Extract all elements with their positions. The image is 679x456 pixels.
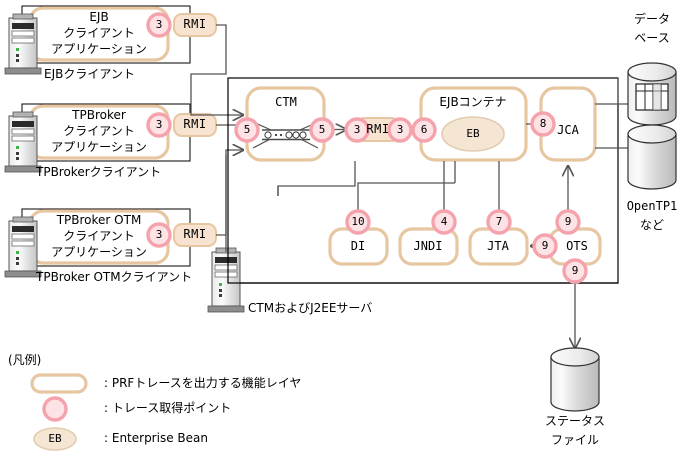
trace-point-ctm-in: [234, 117, 260, 143]
pc-tower-icon-tpbroker: [4, 111, 42, 173]
trace-num-ctm-in: 5: [243, 123, 251, 136]
rmi-label-middle: RMI: [366, 122, 390, 136]
layer-label-tpbroker-otm-client-line1: TPBroker OTM: [56, 213, 142, 227]
trace-point-ctm-out: [309, 117, 335, 143]
opentp1-cylinder: [627, 124, 677, 190]
trace-point-ots-top: [555, 209, 581, 235]
trace-num-di: 10: [351, 215, 365, 228]
store-label-opentp1-line1: OpenTP1: [626, 199, 678, 213]
eb-label: EB: [466, 127, 480, 140]
layer-label-jndi: JNDI: [413, 239, 443, 253]
database-cylinder: [627, 62, 677, 126]
layer-label-tpbroker-client-line3: アプリケーション: [51, 140, 147, 154]
server-caption: CTMおよびJ2EEサーバ: [248, 301, 373, 315]
trace-point-tpbroker-client: [146, 112, 172, 138]
layer-label-ejb-client-line3: アプリケーション: [51, 42, 147, 56]
trace-num-rmi-right: 3: [396, 123, 404, 136]
trace-point-jca-in: [530, 111, 556, 137]
trace-point-rmi-left: [344, 117, 370, 143]
client-caption-tpbroker: TPBrokerクライアント: [36, 165, 162, 179]
legend-item-1-text: : トレース取得ポイント: [104, 401, 232, 415]
trace-point-tpbroker-otm-client: [146, 222, 172, 248]
trace-num-jndi: 4: [440, 215, 448, 228]
trace-point-ots-bottom: [562, 258, 588, 284]
client-caption-tpbroker-otm: TPBroker OTMクライアント: [36, 270, 193, 284]
layer-jndi: [398, 227, 459, 266]
trace-num-jca-in: 8: [539, 117, 547, 130]
trace-point-ejb-container-in: [411, 117, 437, 143]
legend-eb-ellipse-icon: [33, 427, 77, 451]
status-file-cylinder: [550, 347, 600, 412]
trace-num-ejb-container-in: 6: [420, 123, 428, 136]
trace-num-tpbroker-client: 3: [155, 118, 163, 131]
trace-num-ots-top: 9: [564, 215, 572, 228]
layer-label-ots: OTS: [566, 239, 588, 253]
layer-label-ejb-client-line2: クライアント: [63, 26, 135, 40]
pc-tower-icon-server: [207, 247, 245, 313]
layer-label-tpbroker-otm-client-line2: クライアント: [63, 229, 135, 243]
layer-label-jta: JTA: [487, 239, 509, 253]
pc-tower-icon-tpbroker-otm: [4, 216, 42, 278]
layer-label-di: DI: [350, 239, 366, 253]
layer-label-tpbroker-client-line2: クライアント: [63, 124, 135, 138]
layer-label-tpbroker-otm-client-line3: アプリケーション: [51, 245, 147, 259]
store-label-status-file-line2: ファイル: [550, 433, 600, 447]
trace-point-di: [345, 209, 371, 235]
layer-label-ejb-client-line1: EJB: [89, 10, 109, 24]
eb-ellipse: [441, 116, 505, 152]
layer-label-tpbroker-client-line1: TPBroker: [72, 108, 126, 122]
legend-item-2-text: : Enterprise Bean: [104, 431, 208, 445]
pc-tower-icon-ejb: [4, 13, 42, 75]
client-caption-ejb: EJBクライアント: [44, 67, 135, 81]
trace-point-jndi: [431, 209, 457, 235]
trace-point-rmi-right: [387, 117, 413, 143]
ctm-queue-symbol: [252, 121, 319, 149]
trace-point-ejb-client: [146, 12, 172, 38]
legend-rounded-box-icon: [30, 373, 88, 394]
trace-num-tpbroker-otm-client: 3: [155, 228, 163, 241]
trace-num-rmi-left: 3: [353, 123, 361, 136]
legend-item-0-text: : PRFトレースを出力する機能レイヤ: [104, 376, 302, 390]
trace-num-jta: 7: [495, 215, 503, 228]
layer-label-ctm: CTM: [275, 95, 297, 109]
legend-eb-label: EB: [48, 432, 62, 445]
trace-point-jta: [486, 209, 512, 235]
trace-num-ejb-client: 3: [155, 18, 163, 31]
trace-point-ots-left: [532, 233, 558, 259]
rmi-label-ejb: RMI: [183, 17, 207, 31]
store-label-database-line1: データ: [633, 12, 671, 26]
rmi-label-tpbroker-otm: RMI: [183, 227, 207, 241]
layer-label-jca: JCA: [557, 123, 579, 137]
trace-num-ots-left: 9: [541, 239, 549, 252]
legend-pink-circle-icon: [42, 396, 68, 422]
store-label-opentp1-line2: など: [639, 218, 665, 232]
rmi-label-tpbroker: RMI: [183, 117, 207, 131]
trace-num-ctm-out: 5: [318, 123, 326, 136]
store-label-status-file-line1: ステータス: [544, 414, 606, 428]
legend-heading: (凡例): [8, 353, 42, 367]
layer-label-ejb-container: EJBコンテナ: [439, 95, 507, 109]
store-label-database-line2: ベース: [634, 31, 670, 45]
trace-num-ots-bottom: 9: [571, 264, 579, 277]
